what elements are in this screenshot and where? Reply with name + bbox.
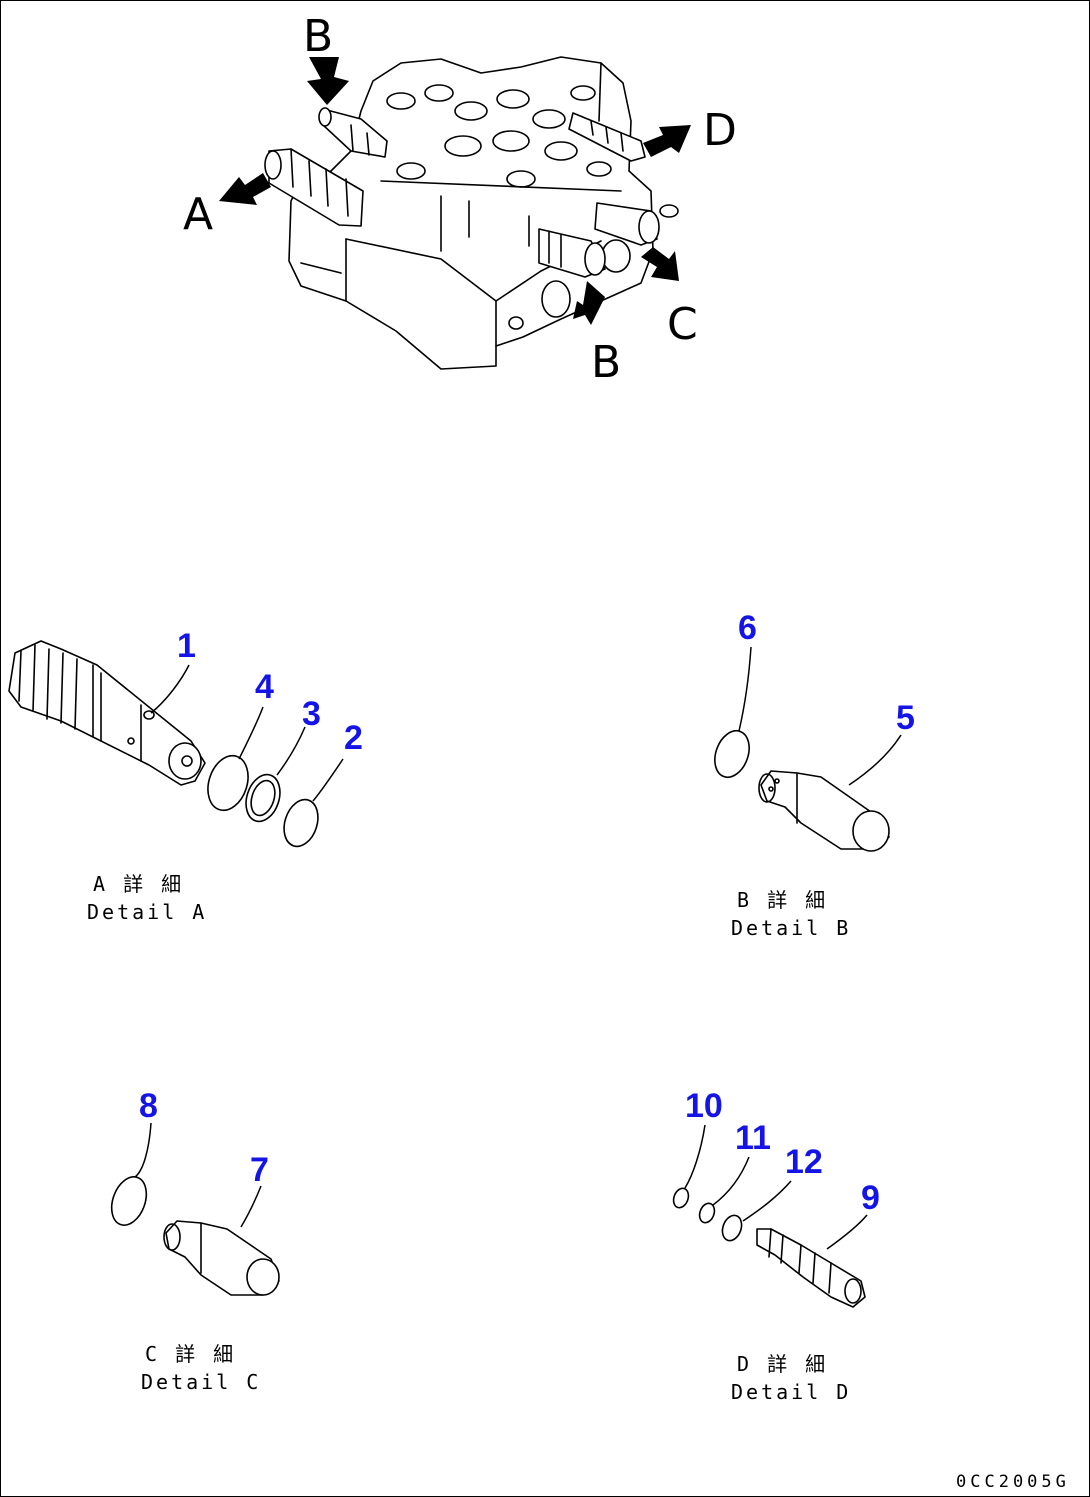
leader-lines [134,646,902,1250]
callout-numbers: 1 2 3 4 5 6 7 8 9 10 11 12 [139,609,915,1217]
caption-b-jp: B 詳 細 [737,888,828,912]
drawing-code: 0CC2005G [956,1472,1070,1492]
caption-a-jp: A 詳 細 [93,872,184,896]
detail-c [110,1176,280,1296]
o-ring-part-10 [672,1187,690,1209]
detail-d [672,1187,866,1308]
callout-2: 2 [344,719,363,757]
caption-d-jp: D 詳 細 [737,1352,828,1376]
arrow-b-bottom [573,281,605,325]
o-ring-part-11 [698,1202,716,1224]
arrow-b-top [307,57,349,105]
callout-6: 6 [738,609,757,647]
valve-part-9 [756,1228,866,1308]
caption-a-en: Detail A [87,900,207,924]
callout-11: 11 [735,1119,771,1157]
caption-c-jp: C 詳 細 [145,1342,236,1366]
view-letter-c: C [667,299,698,350]
arrow-c [641,247,679,281]
callout-12: 12 [785,1143,823,1181]
detail-b [714,729,890,852]
backup-ring-part-3 [245,773,281,823]
caption-b-en: Detail B [731,916,851,940]
arrow-d [643,125,691,157]
callout-1: 1 [177,627,196,665]
callout-3: 3 [302,695,321,733]
caption-d-en: Detail D [731,1380,851,1404]
view-letter-d: D [703,105,737,156]
arrow-a [219,173,271,205]
detail-a [8,640,319,848]
callout-8: 8 [139,1087,158,1125]
detail-captions: A 詳 細 Detail A B 詳 細 Detail B C 詳 細 Deta… [87,872,851,1404]
callout-10: 10 [685,1087,723,1125]
control-valve-assembly [219,56,691,370]
view-letter-b-top: B [303,11,333,62]
callout-5: 5 [896,699,915,737]
o-ring-part-8 [110,1176,148,1226]
view-letter-a: A [183,189,213,240]
callout-4: 4 [255,668,274,706]
o-ring-part-6 [714,729,750,779]
callout-7: 7 [250,1151,269,1189]
view-letter-b-bottom: B [591,337,621,388]
backup-ring-part-12 [721,1214,743,1242]
o-ring-part-2 [283,798,319,848]
callout-9: 9 [861,1179,880,1217]
o-ring-part-4 [207,754,249,812]
relief-valve-part-1 [8,640,206,786]
caption-c-en: Detail C [141,1370,261,1394]
